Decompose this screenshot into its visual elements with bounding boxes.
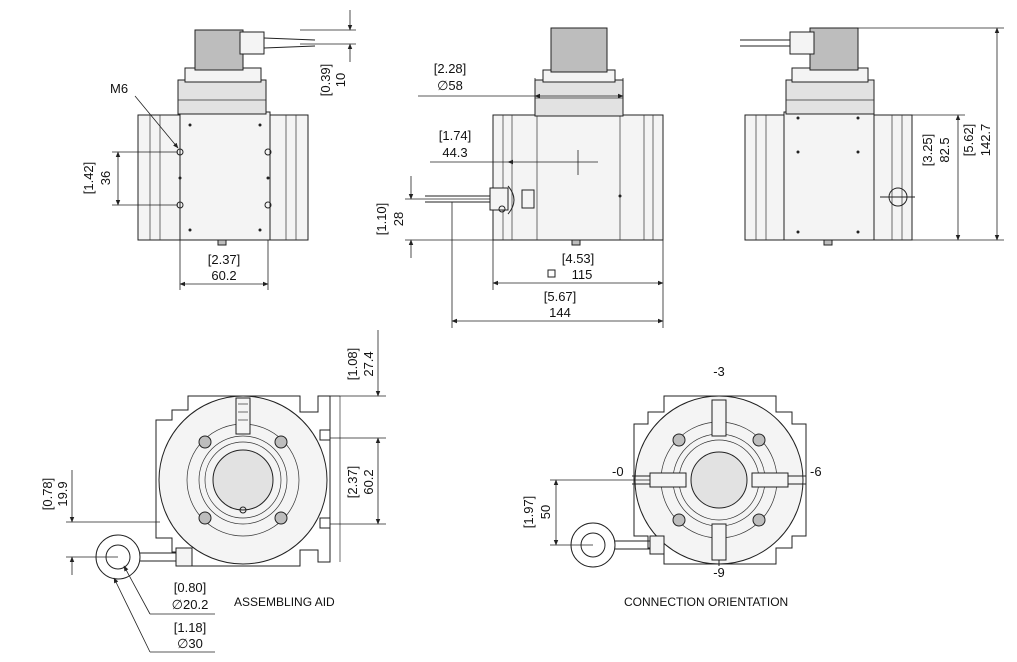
label-position-right: -6	[810, 464, 822, 479]
label-eye-offset-mm: 19.9	[55, 481, 70, 506]
side-view-left	[112, 10, 356, 290]
label-offset-in: [1.74]	[439, 128, 472, 143]
label-cable-in: [0.39]	[318, 64, 333, 97]
label-top-in: [1.08]	[345, 348, 360, 381]
label-side-height-mm: 36	[98, 171, 113, 185]
label-exit-in: [1.10]	[374, 203, 389, 236]
label-outer-mm: ∅30	[177, 636, 203, 651]
label-connection-in: [1.97]	[521, 496, 536, 529]
connection-orientation-view	[550, 395, 807, 568]
label-flange-mm: ∅58	[437, 78, 463, 93]
label-side-width-mm: 60.2	[211, 268, 236, 283]
label-mid-mm: 60.2	[361, 469, 376, 494]
caption-assembling-aid: ASSEMBLING AID	[234, 595, 335, 609]
assembling-aid-view	[66, 330, 386, 653]
label-total-height-mm: 142.7	[978, 124, 993, 157]
label-front-in: [4.53]	[562, 251, 595, 266]
label-eye-offset-in: [0.78]	[40, 478, 55, 511]
label-exit-mm: 28	[391, 212, 406, 226]
label-side-width-in: [2.37]	[208, 252, 241, 267]
label-thread: M6	[110, 81, 128, 96]
label-offset-mm: 44.3	[442, 145, 467, 160]
label-top-mm: 27.4	[361, 351, 376, 376]
label-cable-mm: 10	[333, 73, 348, 87]
label-mid-in: [2.37]	[345, 466, 360, 499]
label-overall-mm: 144	[549, 305, 571, 320]
label-front-mm: 115	[572, 267, 593, 282]
front-view	[405, 27, 664, 328]
label-position-left: -0	[612, 464, 624, 479]
label-total-height-in: [5.62]	[961, 124, 976, 157]
label-position-bottom: -9	[713, 565, 725, 580]
label-outer-in: [1.18]	[174, 620, 207, 635]
label-connection-mm: 50	[538, 505, 553, 519]
label-overall-in: [5.67]	[544, 289, 577, 304]
label-inner-in: [0.80]	[174, 580, 207, 595]
label-flange-in: [2.28]	[434, 61, 467, 76]
caption-connection-orientation: CONNECTION ORIENTATION	[624, 595, 788, 609]
label-body-height-mm: 82.5	[937, 137, 952, 162]
side-view-right	[740, 27, 1004, 246]
label-position-top: -3	[713, 364, 725, 379]
label-body-height-in: [3.25]	[920, 134, 935, 167]
label-side-height-in: [1.42]	[81, 162, 96, 195]
label-inner-mm: ∅20.2	[172, 597, 209, 612]
